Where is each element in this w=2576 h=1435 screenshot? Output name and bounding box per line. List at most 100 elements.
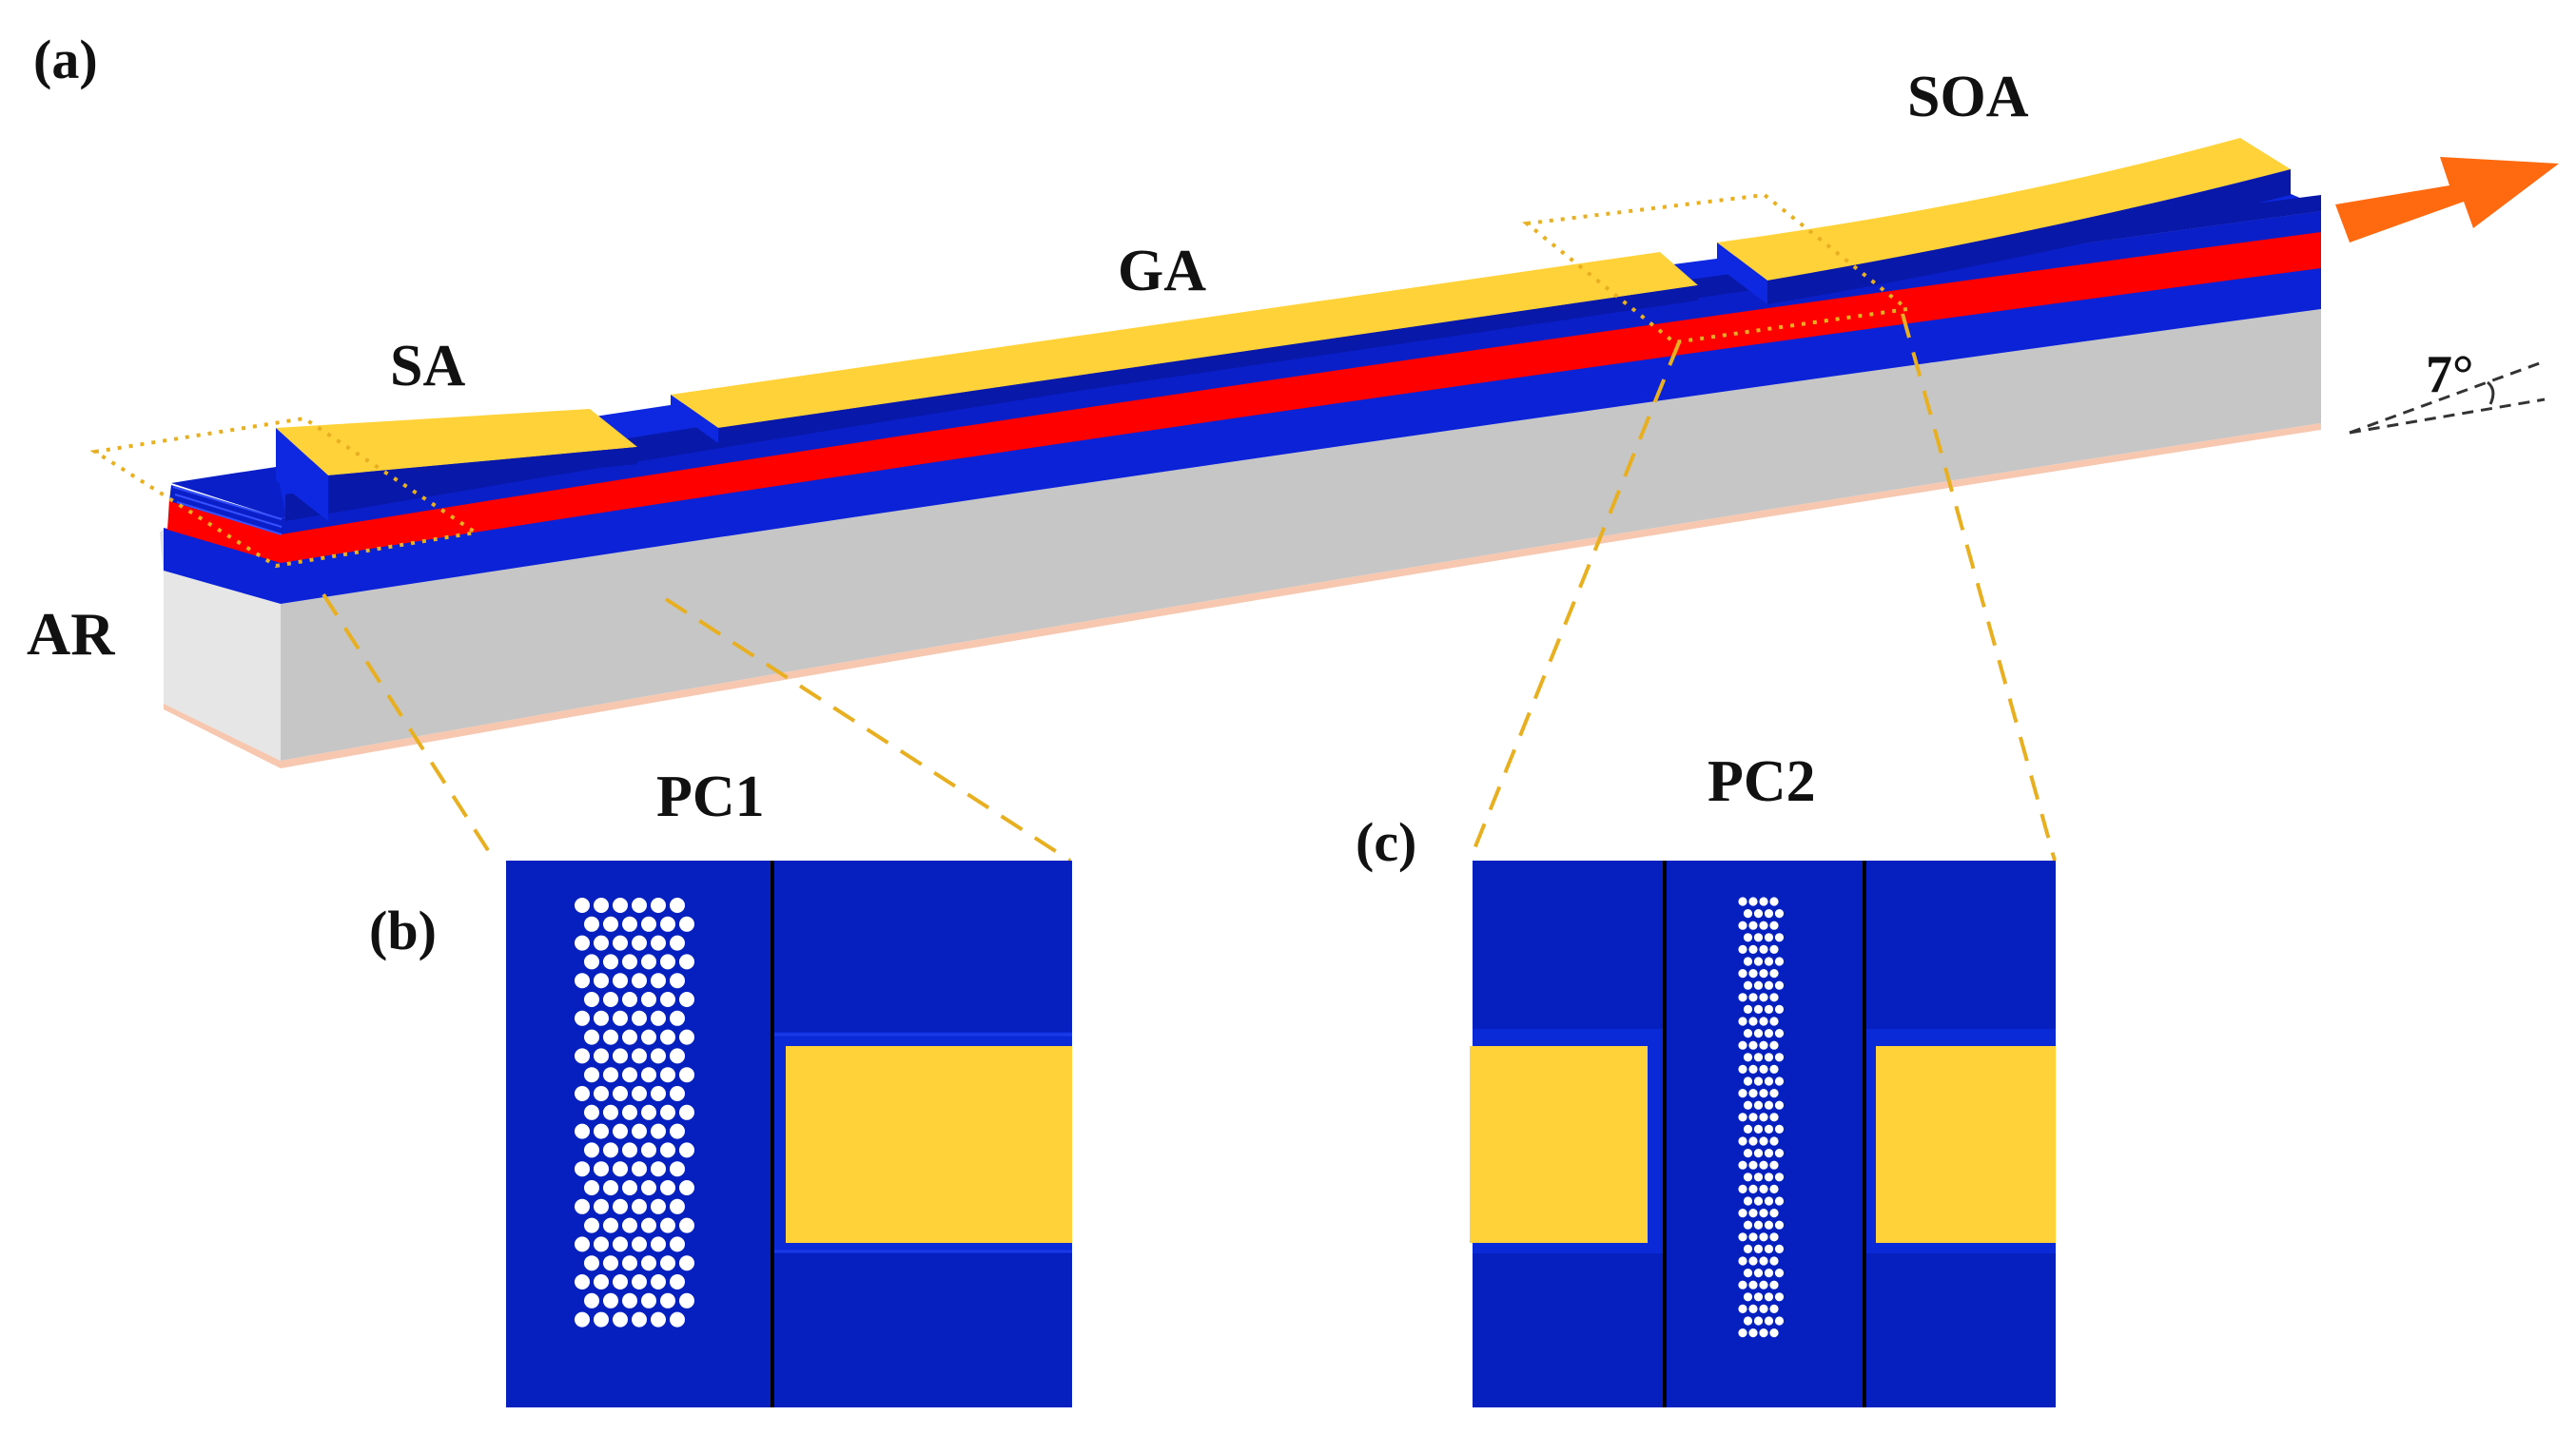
pc-hole <box>613 973 628 989</box>
pc-hole <box>1759 1328 1768 1338</box>
pc-hole <box>1753 1196 1764 1206</box>
pc-hole <box>584 954 599 970</box>
pc-hole <box>632 1010 647 1026</box>
pc-hole <box>1774 1149 1785 1158</box>
pc-hole <box>651 1048 666 1064</box>
pc-hole <box>575 1198 590 1214</box>
pc-hole <box>632 1048 647 1064</box>
pc-hole <box>584 1217 599 1233</box>
pc-hole <box>584 1104 599 1120</box>
pc-hole <box>641 1142 656 1158</box>
pc-hole <box>679 1104 694 1120</box>
pc-hole <box>613 1311 628 1328</box>
output-arrow-icon <box>2335 157 2559 242</box>
pc-hole <box>1764 1220 1774 1230</box>
pc-hole <box>622 1180 637 1195</box>
pc-hole <box>613 1198 628 1214</box>
pc-hole <box>575 1010 590 1026</box>
pc-hole <box>1753 957 1764 966</box>
pc-hole <box>1743 1220 1753 1230</box>
pc-hole <box>1764 1053 1774 1062</box>
pc-hole <box>670 1048 685 1064</box>
pc-hole <box>1748 1040 1758 1050</box>
pc-hole <box>651 1161 666 1177</box>
pc-hole <box>1759 1089 1768 1098</box>
pc-hole <box>613 935 628 951</box>
pc-hole <box>670 1010 685 1026</box>
pc-hole <box>622 992 637 1007</box>
pc-hole <box>1764 1076 1774 1086</box>
pc-hole <box>603 1180 618 1195</box>
pc-hole <box>603 1292 618 1309</box>
pc-hole <box>1743 1292 1753 1302</box>
pc-hole <box>1743 933 1753 942</box>
pc-hole <box>584 1029 599 1045</box>
pc-hole <box>1769 993 1779 1002</box>
pc-hole <box>622 1292 637 1309</box>
pc-hole <box>641 1029 656 1045</box>
pc-hole <box>575 1274 590 1290</box>
pc-hole <box>1748 1256 1758 1266</box>
pc-hole <box>1738 1113 1747 1122</box>
pc-hole <box>1759 921 1768 930</box>
pc-hole <box>575 973 590 989</box>
pc-hole <box>1764 1269 1774 1278</box>
pc-hole <box>679 1067 694 1083</box>
pc-hole <box>603 954 618 970</box>
pc-hole <box>1743 957 1753 966</box>
pc-hole <box>1748 969 1758 979</box>
pc-hole <box>1774 909 1785 919</box>
pc-hole <box>594 935 609 951</box>
pc-hole <box>1774 1244 1785 1253</box>
pc-hole <box>1764 980 1774 990</box>
substrate-front <box>281 309 2321 761</box>
pc-hole <box>660 1067 675 1083</box>
pc-hole <box>1738 921 1747 930</box>
pc-hole <box>1743 1004 1753 1014</box>
pc-hole <box>1769 944 1779 955</box>
pc-hole <box>1748 1304 1758 1313</box>
pc-hole <box>594 1086 609 1101</box>
pc-hole <box>584 1067 599 1083</box>
pc-hole <box>1769 1089 1779 1098</box>
pc-hole <box>1769 1232 1779 1242</box>
pc-hole <box>660 1292 675 1309</box>
pc-hole <box>1759 1136 1768 1146</box>
pc-hole <box>1743 1100 1753 1110</box>
pc-hole <box>613 1236 628 1252</box>
pc-hole <box>603 1142 618 1158</box>
pc-hole <box>651 1274 666 1290</box>
pc-hole <box>575 898 590 913</box>
substrate-left-face <box>164 571 281 761</box>
lower-cladding <box>164 266 2321 604</box>
pc-hole <box>1738 1280 1747 1290</box>
pc-hole <box>670 1161 685 1177</box>
pc-hole <box>1748 1113 1758 1122</box>
pc-hole <box>632 1311 647 1328</box>
pc-hole <box>660 1142 675 1158</box>
pc-hole <box>1774 933 1785 942</box>
pc-hole <box>679 1292 694 1309</box>
pc-hole <box>1769 897 1779 906</box>
pc-hole <box>594 1198 609 1214</box>
pc-hole <box>1753 1269 1764 1278</box>
pc-hole <box>1743 1149 1753 1158</box>
pc-hole <box>1769 1160 1779 1170</box>
pc-hole <box>1759 1160 1768 1170</box>
pc-hole <box>641 1292 656 1309</box>
pc-hole <box>575 1311 590 1328</box>
pc-hole <box>1759 969 1768 979</box>
pc-hole <box>651 973 666 989</box>
pc-hole <box>1759 1232 1768 1242</box>
pc-hole <box>1759 944 1768 955</box>
pc-hole <box>1753 1149 1764 1158</box>
pc-hole <box>584 1292 599 1309</box>
pc-hole <box>594 1010 609 1026</box>
pc-hole <box>660 954 675 970</box>
pc-hole <box>1764 1244 1774 1253</box>
pc-hole <box>679 992 694 1007</box>
pc-hole <box>594 1274 609 1290</box>
pc-hole <box>1743 909 1753 919</box>
pc-hole <box>575 1048 590 1064</box>
pc-hole <box>1743 1053 1753 1062</box>
